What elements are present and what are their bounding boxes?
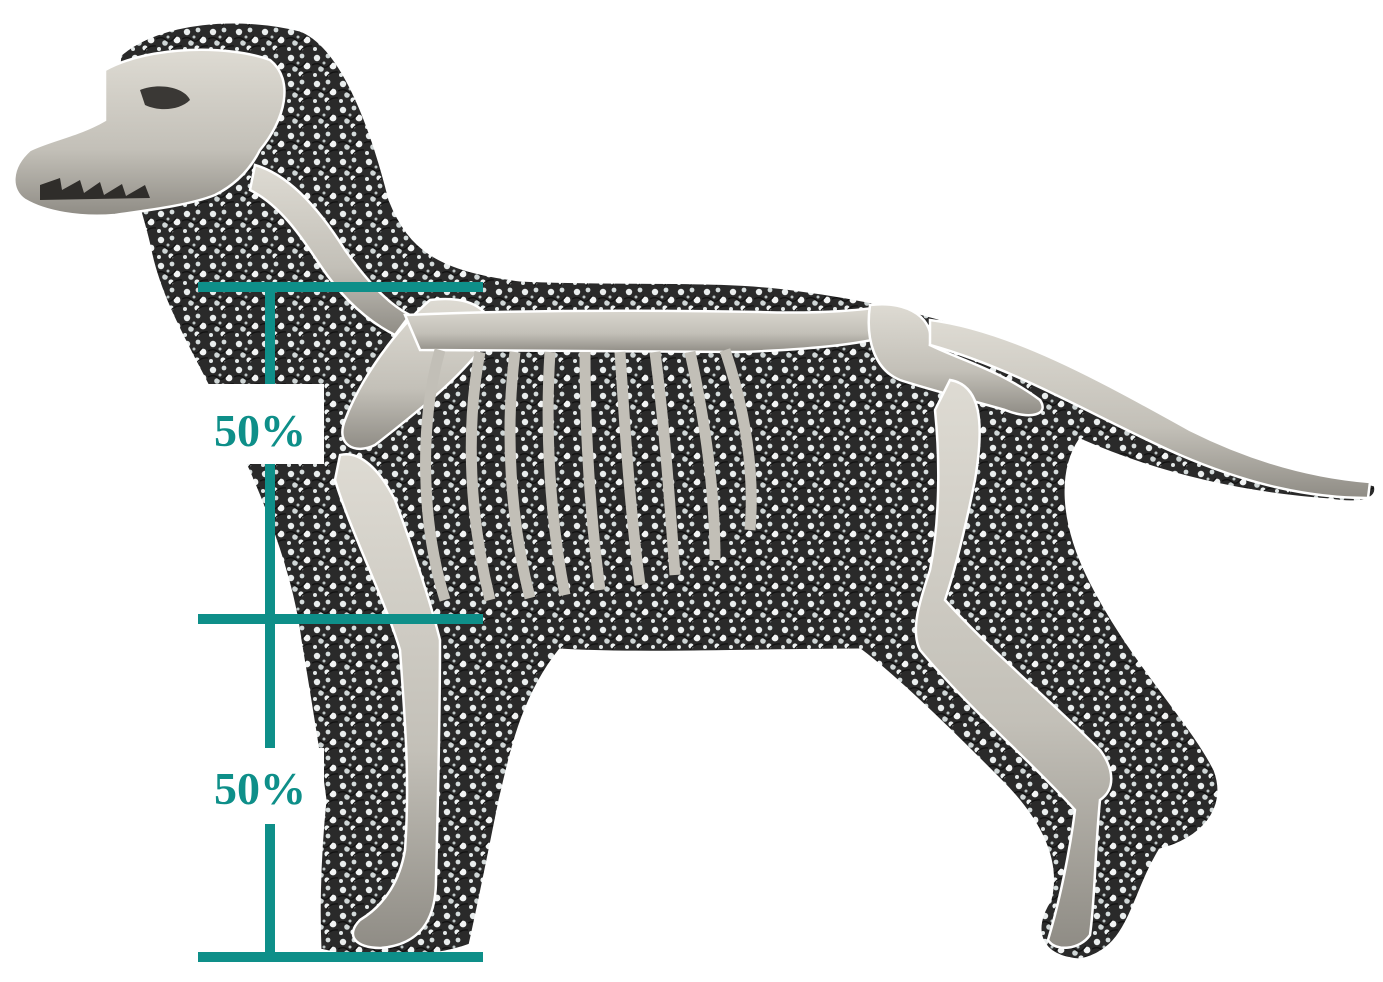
lower-percentage-label: 50% [196,748,324,824]
measure-line-bottom [198,952,483,962]
measure-line-middle [198,614,483,624]
measure-line-top [198,282,483,292]
thoracic-spine [405,305,892,352]
upper-percentage-label: 50% [196,384,324,464]
